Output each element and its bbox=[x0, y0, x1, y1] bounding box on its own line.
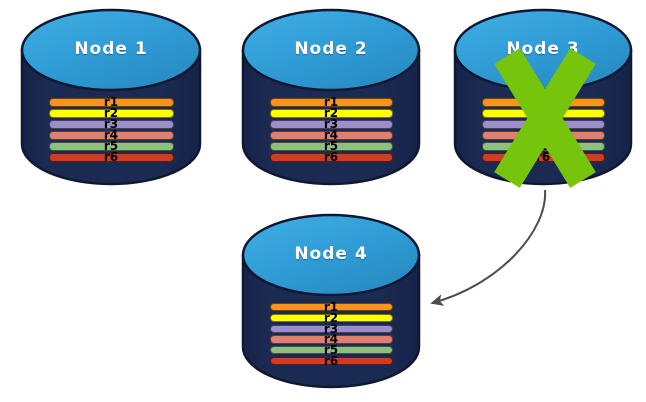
node-3-top-disc bbox=[453, 8, 633, 92]
node-4-row-r1[interactable]: r1 bbox=[269, 301, 393, 313]
node-2-row-r1[interactable]: r1 bbox=[269, 96, 393, 108]
node-4-row-r5[interactable]: r5 bbox=[269, 344, 393, 356]
node-1-row-r3[interactable]: r3 bbox=[48, 118, 174, 130]
node-4-row-r3[interactable]: r3 bbox=[269, 322, 393, 335]
node-1-row-r6[interactable]: r6 bbox=[48, 152, 174, 163]
node-4-row-r2[interactable]: r2 bbox=[269, 312, 393, 324]
node-2-row-r5[interactable]: r5 bbox=[269, 141, 393, 152]
node-1-row-r2[interactable]: r2 bbox=[48, 107, 174, 119]
node-1-top-disc bbox=[20, 8, 202, 92]
node-3-row-r6[interactable]: r6 bbox=[481, 152, 605, 163]
node-2-row-r2[interactable]: r2 bbox=[269, 107, 393, 119]
node-2-row-r6[interactable]: r6 bbox=[269, 152, 393, 163]
node-2-top-disc bbox=[241, 8, 421, 92]
node-4-row-r4[interactable]: r4 bbox=[269, 333, 393, 346]
node-1-row-r5[interactable]: r5 bbox=[48, 141, 174, 152]
node-4-row-r6[interactable]: r6 bbox=[269, 355, 393, 367]
node-1-row-r4[interactable]: r4 bbox=[48, 130, 174, 141]
node-4-top-disc bbox=[241, 213, 421, 297]
node-2-row-r4[interactable]: r4 bbox=[269, 130, 393, 141]
node-1-row-r1[interactable]: r1 bbox=[48, 96, 174, 108]
node-2-row-r3[interactable]: r3 bbox=[269, 118, 393, 130]
